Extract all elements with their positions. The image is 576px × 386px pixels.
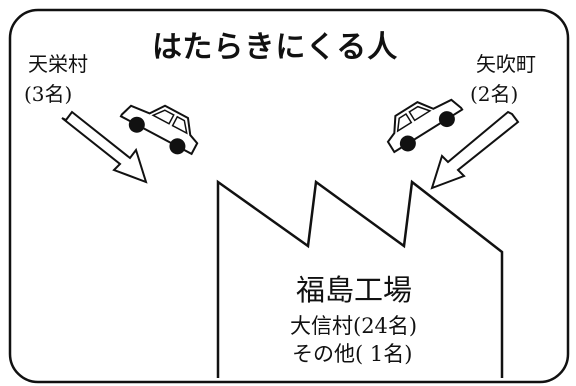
factory-detail-line: その他( 1名) [292, 342, 413, 366]
source-name-right: 矢吹町 [476, 52, 536, 76]
car-icon [119, 104, 199, 156]
car-icon [386, 98, 464, 154]
factory-roof-icon [216, 179, 504, 378]
factory-detail-line: 大信村(24名) [290, 314, 418, 338]
source-count-left: (3名) [24, 82, 73, 106]
source-name-left: 天栄村 [28, 52, 88, 76]
factory-name: 福島工場 [296, 273, 413, 307]
diagram-title: はたらきにくる人 [152, 30, 399, 65]
arrow-icon [430, 110, 520, 190]
source-count-right: (2名) [470, 82, 519, 106]
diagram-frame [8, 8, 570, 384]
arrow-icon [61, 110, 148, 184]
